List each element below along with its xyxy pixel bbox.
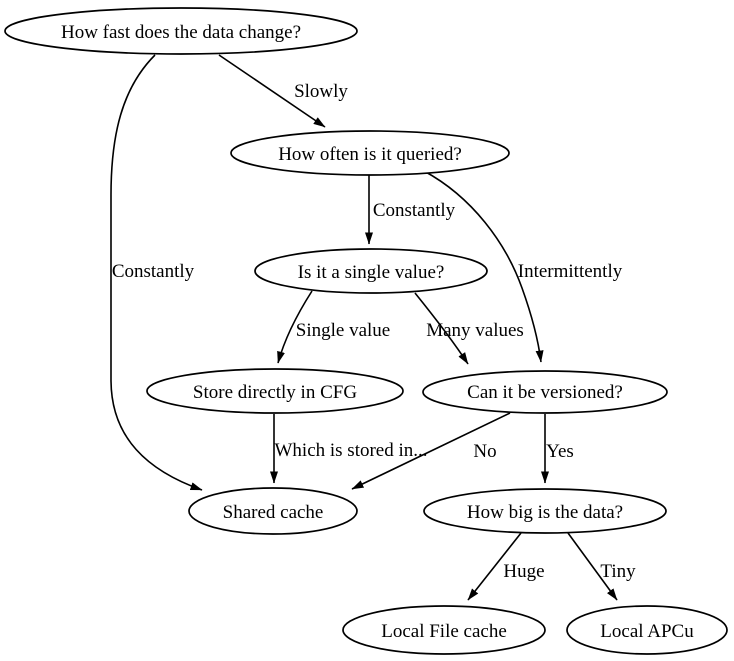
node-local-apcu: Local APCu — [566, 605, 728, 655]
node-how-fast-shape — [4, 7, 358, 55]
node-local-file: Local File cache — [342, 605, 546, 655]
node-local-apcu-label: Local APCu — [600, 621, 694, 642]
node-how-big-label: How big is the data? — [467, 502, 623, 523]
edge-label-which-stored: Which is stored in... — [274, 440, 427, 461]
edge-how-often-to-versioned — [423, 170, 544, 363]
edge-how-big-to-local-apcu — [567, 532, 618, 601]
node-how-often-shape — [230, 130, 510, 176]
node-shared-cache: Shared cache — [188, 487, 358, 535]
edge-label-constantly-left: Constantly — [112, 261, 195, 282]
edge-single-value-to-store-cfg — [277, 290, 313, 364]
node-how-big-shape — [423, 488, 667, 534]
edge-label-constantly-mid: Constantly — [373, 200, 456, 221]
edge-label-intermittently: Intermittently — [518, 261, 623, 282]
node-store-cfg-label: Store directly in CFG — [193, 382, 357, 403]
edge-how-fast-to-how-often — [218, 54, 326, 128]
node-versioned-shape — [422, 370, 668, 414]
node-versioned-label: Can it be versioned? — [467, 382, 623, 403]
edge-how-big-to-local-file — [467, 532, 522, 601]
nodes: How fast does the data change? How often… — [4, 7, 728, 655]
edge-label-slowly: Slowly — [294, 81, 348, 102]
node-local-file-label: Local File cache — [381, 621, 507, 642]
node-versioned: Can it be versioned? — [422, 370, 668, 414]
edge-label-tiny: Tiny — [600, 561, 636, 582]
node-how-fast: How fast does the data change? — [4, 7, 358, 55]
node-shared-cache-label: Shared cache — [223, 502, 324, 523]
node-single-value-shape — [254, 248, 488, 294]
node-shared-cache-shape — [188, 487, 358, 535]
node-store-cfg: Store directly in CFG — [146, 368, 404, 414]
edge-label-many-values: Many values — [426, 320, 524, 341]
edge-single-value-to-versioned — [414, 292, 469, 365]
node-single-value: Is it a single value? — [254, 248, 488, 294]
edge-label-huge: Huge — [503, 561, 544, 582]
node-how-often: How often is it queried? — [230, 130, 510, 176]
node-how-fast-label: How fast does the data change? — [61, 22, 301, 43]
edge-label-single-value: Single value — [296, 320, 390, 341]
edge-versioned-to-shared-cache — [351, 412, 511, 490]
node-local-apcu-shape — [566, 605, 728, 655]
node-single-value-label: Is it a single value? — [298, 262, 445, 283]
node-store-cfg-shape — [146, 368, 404, 414]
edge-labels: Slowly Constantly Constantly Intermitten… — [112, 81, 636, 582]
node-how-big: How big is the data? — [423, 488, 667, 534]
edge-how-fast-to-shared-cache — [110, 54, 203, 491]
edge-label-yes: Yes — [546, 441, 574, 462]
node-how-often-label: How often is it queried? — [278, 144, 462, 165]
node-local-file-shape — [342, 605, 546, 655]
edges — [110, 54, 618, 601]
edge-label-no: No — [473, 441, 496, 462]
